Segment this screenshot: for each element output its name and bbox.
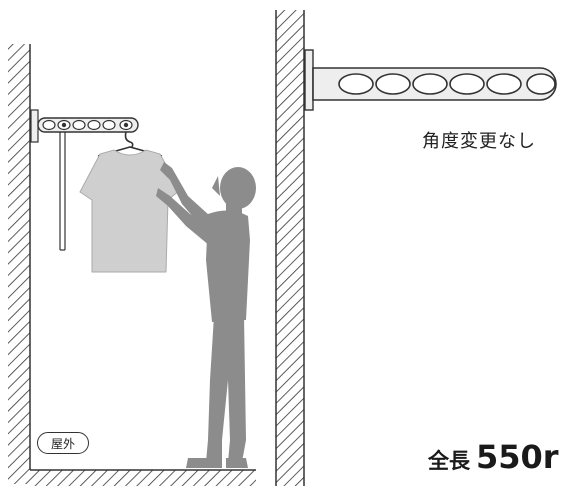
total-length-value: 550r <box>476 438 559 476</box>
angle-note: 角度変更なし <box>422 131 536 152</box>
hanging-shirt <box>79 131 181 273</box>
total-length-label: 全長 <box>428 449 470 473</box>
small-drying-arm <box>30 109 139 251</box>
center-wall <box>275 10 305 486</box>
left-wall <box>8 44 31 484</box>
location-badge: 屋外 <box>37 432 89 454</box>
floor <box>30 469 256 486</box>
person-silhouette <box>156 162 256 468</box>
large-drying-arm <box>304 49 557 111</box>
